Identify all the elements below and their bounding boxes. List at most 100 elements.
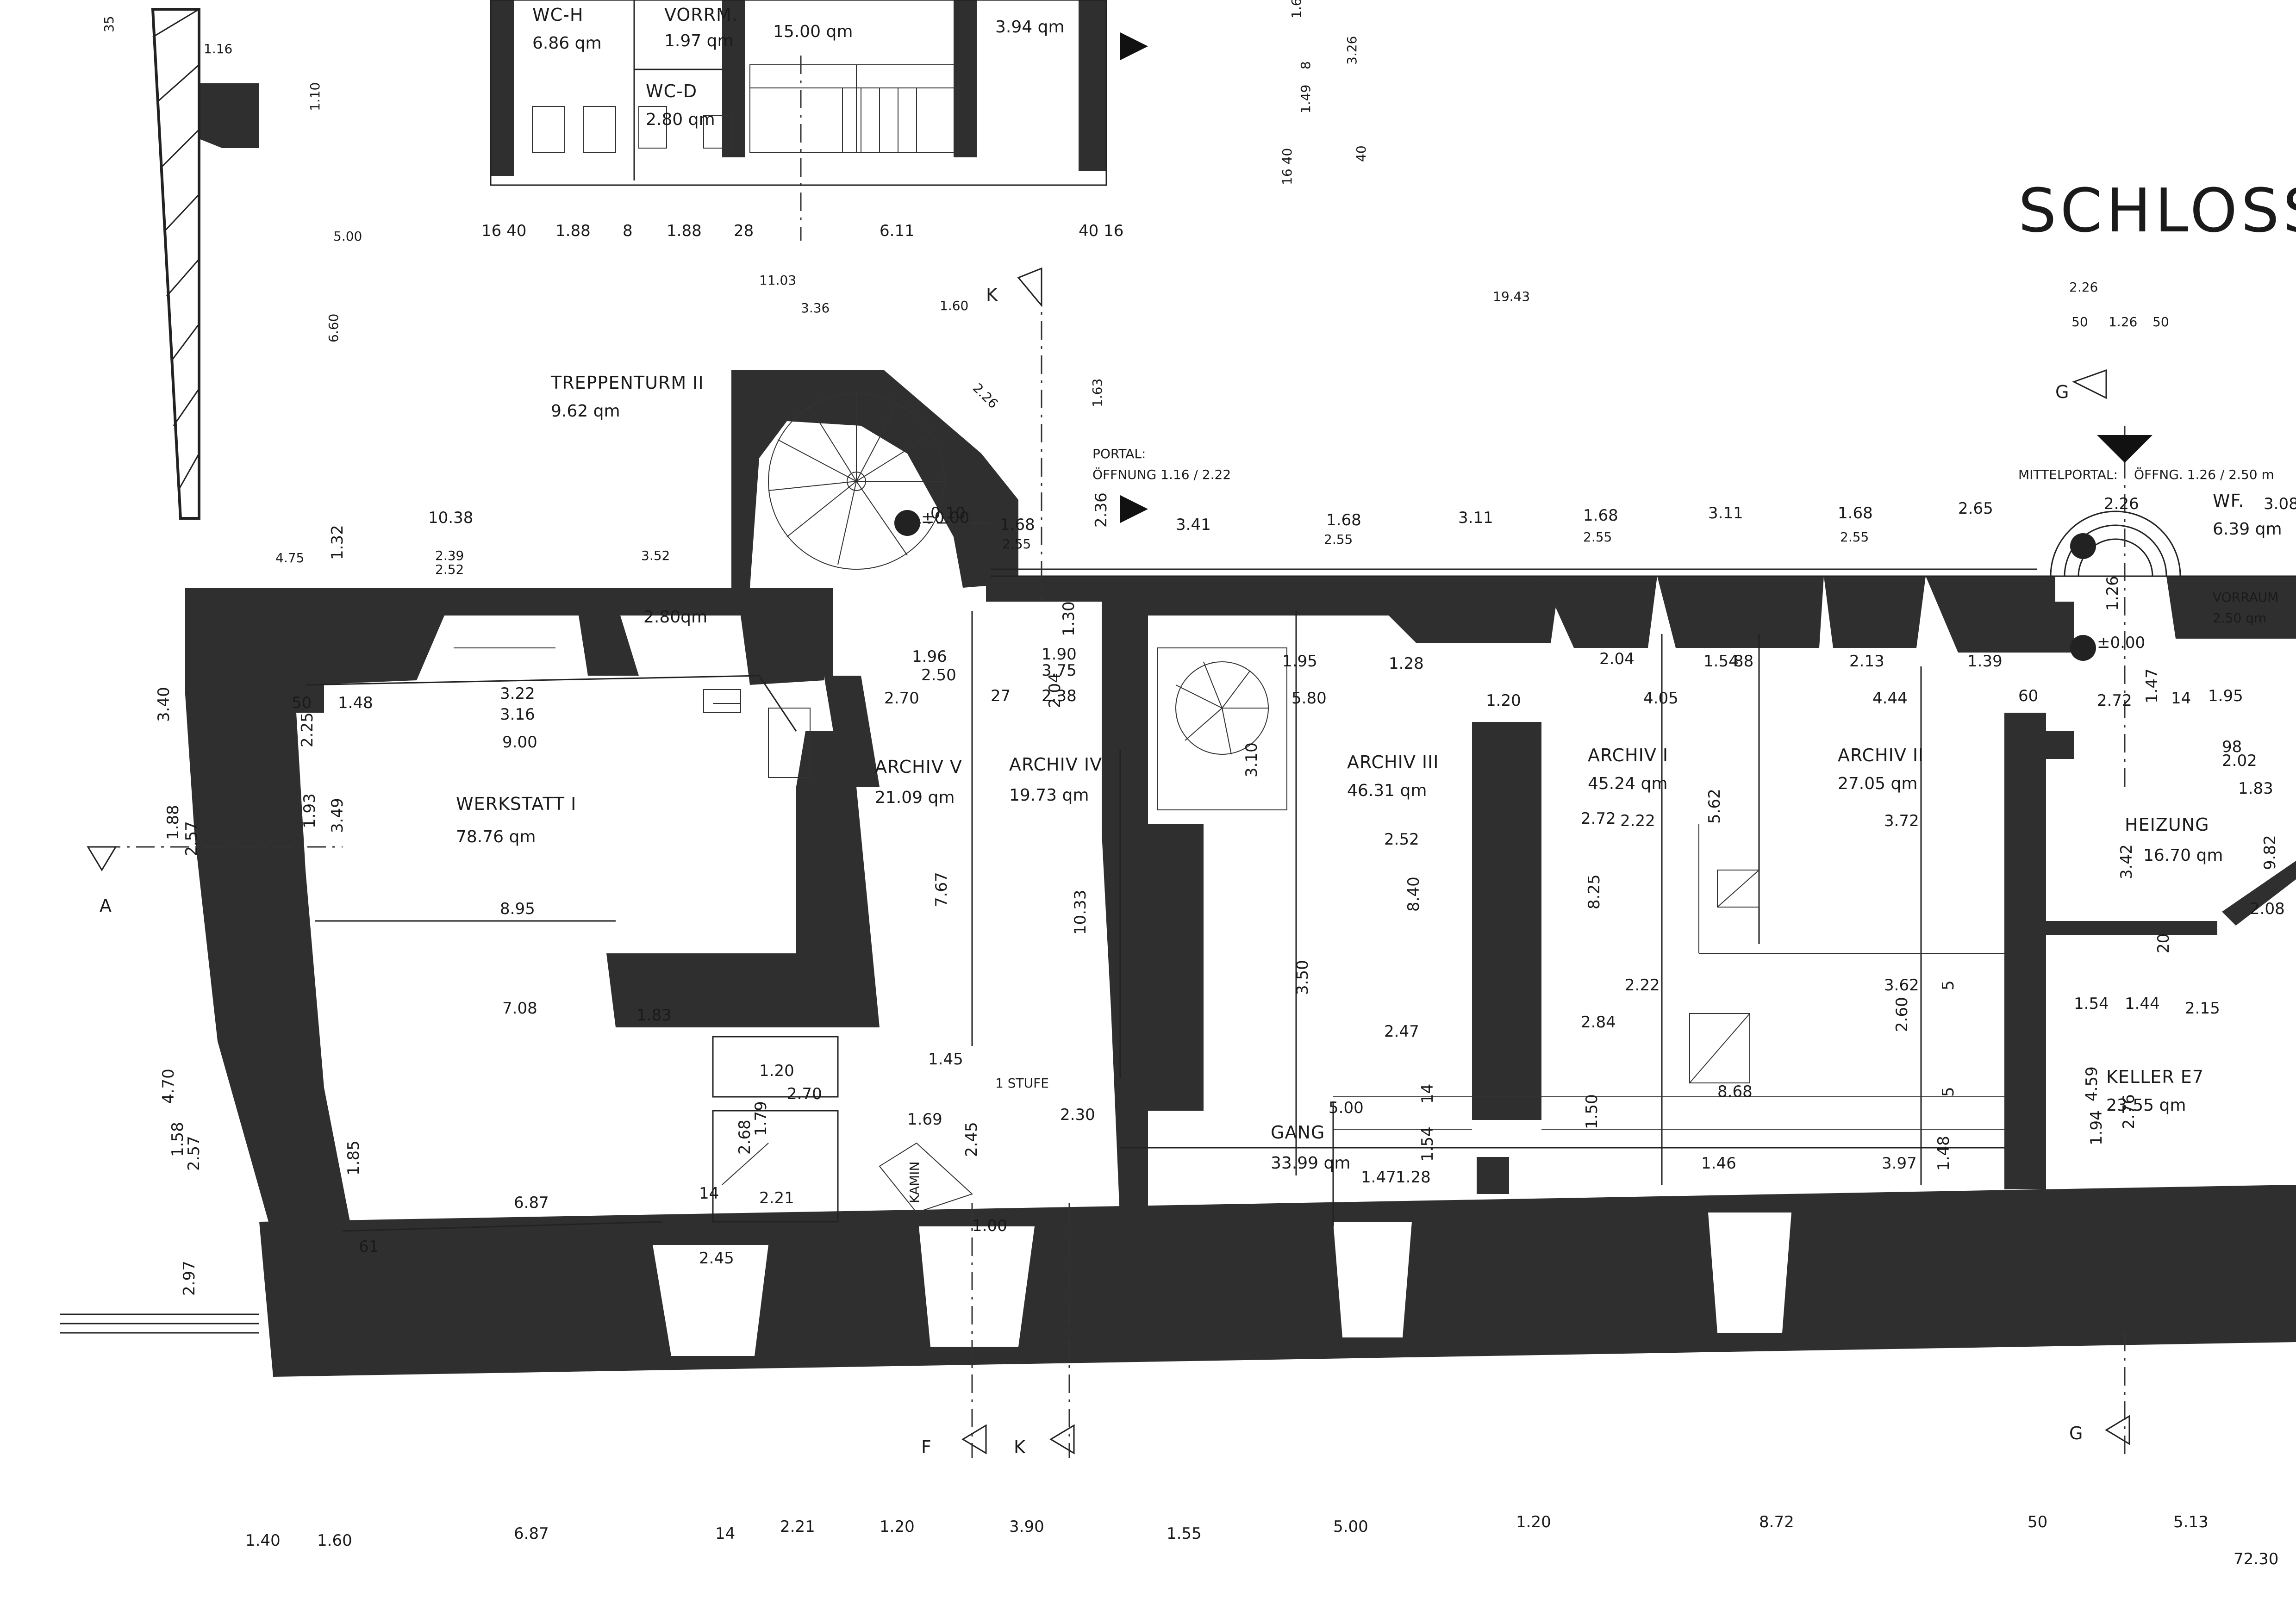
dimension-value: 98	[2222, 738, 2242, 756]
dimension-value: 40 16	[1079, 222, 1123, 240]
dimension-value: 1.68	[1838, 504, 1873, 522]
dimension-value: 2.39	[435, 548, 464, 563]
dimension-value: 16 40	[1279, 148, 1295, 185]
dimension-value: 3.52	[641, 548, 670, 563]
dimension-value: 16 40	[481, 222, 526, 240]
dimension-value: 14	[715, 1524, 735, 1543]
dimension-value: 2.52	[435, 562, 464, 577]
dimension-value: 2.26	[2104, 495, 2139, 513]
dimension-value: 3.08	[2264, 495, 2296, 513]
dimension-value: 2.52	[1384, 830, 1419, 849]
dimension-value: 2.13	[1849, 652, 1884, 671]
dimension-value: 88	[1734, 652, 1753, 671]
dimension-value: 1.49	[1298, 85, 1313, 113]
dimension-value: 7.08	[502, 999, 537, 1018]
dimension-value: 8.40	[1404, 877, 1423, 912]
room-name: ARCHIV III	[1347, 752, 1439, 772]
step-label: 1 STUFE	[995, 1076, 1049, 1091]
dimension-value: 2.76	[2120, 1094, 2138, 1129]
dimension-value: 28	[734, 222, 754, 240]
dimension-value: 2.65	[1958, 499, 1993, 518]
room-name: ARCHIV I	[1588, 745, 1668, 765]
dimension-value: 3.40	[155, 687, 173, 722]
dimension-value: 1.83	[2238, 779, 2273, 798]
dimension-value: 6.87	[514, 1524, 549, 1543]
room-name: GANG	[1271, 1122, 1325, 1143]
room-name: HEIZUNG	[2125, 815, 2209, 835]
dimension-value: 2.84	[1581, 1013, 1616, 1032]
dimension-value: 2.21	[759, 1189, 794, 1207]
dimension-value: 8	[1298, 61, 1313, 69]
dimension-value: 1.32	[328, 525, 347, 560]
dimension-value: 5.00	[1333, 1517, 1368, 1536]
dimension-value: 2.57	[182, 821, 201, 856]
dimension-value: 8	[623, 222, 633, 240]
room-area: 78.76 qm	[456, 827, 536, 846]
room-name: WERKSTATT I	[456, 794, 576, 814]
dimension-value: 3.22	[500, 684, 535, 703]
dimension-value: 3.90	[1009, 1517, 1044, 1536]
dimension-value: 5.13	[2173, 1513, 2209, 1531]
room-name: ARCHIV V	[875, 757, 962, 777]
dimension-value: 1.47	[1361, 1168, 1396, 1187]
room-area: 16.70 qm	[2143, 846, 2223, 865]
dimension-value: 1.10	[307, 82, 323, 111]
room-area: 9.62 qm	[551, 402, 620, 421]
dimension-value: 5	[1939, 1087, 1958, 1097]
dimension-value: 8.25	[1585, 874, 1603, 909]
section-markers	[87, 32, 2152, 1455]
dimension-value: 1.88	[555, 222, 591, 240]
dimension-value: 2.26	[2069, 280, 2098, 295]
dimension-value: 2.30	[1060, 1106, 1095, 1124]
dimension-value: 2.57	[185, 1136, 203, 1171]
dimension-value: 1.26	[2109, 314, 2137, 330]
dimension-value: 1.54	[1703, 652, 1739, 671]
dimension-value: 2.04	[1046, 673, 1064, 708]
dimension-value: 3.72	[1884, 812, 1919, 830]
stair-tower-walls	[731, 370, 1018, 588]
dimension-value: 1.16	[204, 41, 232, 56]
dimension-value: 61	[359, 1237, 379, 1256]
walls	[151, 0, 2296, 1377]
dimension-value: 1.6	[1289, 0, 1304, 19]
dimension-value: 50	[2071, 314, 2088, 330]
mittelportal-label: MITTELPORTAL:	[2018, 467, 2118, 482]
dimension-value: 10.33	[1071, 890, 1090, 935]
portal-label: PORTAL:	[1092, 446, 1146, 461]
room-area: 19.73 qm	[1009, 786, 1089, 805]
room-name: WC-D	[646, 81, 697, 101]
dimension-value: 4.05	[1643, 689, 1678, 708]
dimension-row-rooms: 3.223.161.48509.008.957.086.871.831.962.…	[292, 576, 2243, 1212]
dimension-value: 72.30	[2234, 1550, 2278, 1568]
building-title: SCHLOSS	[2018, 175, 2296, 246]
dimension-value: 1.63	[1090, 379, 1105, 407]
section-marker-triangle	[2097, 435, 2152, 463]
dimension-value: 4.59	[2083, 1066, 2101, 1101]
dimension-value: 2.15	[2185, 999, 2220, 1018]
dimension-value: 1.20	[759, 1062, 794, 1080]
dimension-value: 2.26	[970, 380, 1001, 411]
dimension-value: 3.36	[801, 300, 830, 316]
room-name: VORRAUM	[2213, 590, 2278, 605]
dimension-value: 27	[991, 687, 1011, 705]
dimension-value: 9.82	[2261, 835, 2279, 870]
dimension-value: 3.10	[1242, 742, 1261, 777]
dimension-value: 2.60	[1893, 997, 1911, 1032]
dimension-value: 1.54	[2074, 995, 2109, 1013]
room-area: 46.31 qm	[1347, 781, 1427, 800]
section-letter: K	[986, 285, 998, 305]
section-letter: F	[921, 1437, 932, 1457]
dimension-value: 60	[2018, 687, 2038, 705]
dimension-value: 3.11	[1708, 504, 1743, 522]
dimension-value: 3.50	[1293, 960, 1312, 995]
dimension-value: 1.68	[1326, 511, 1361, 529]
dimension-value: 1.58	[168, 1122, 187, 1157]
room-name: KELLER E7	[2106, 1067, 2204, 1087]
dimension-value: 2.47	[1384, 1022, 1419, 1041]
room-area: 2.80qm	[643, 608, 707, 627]
